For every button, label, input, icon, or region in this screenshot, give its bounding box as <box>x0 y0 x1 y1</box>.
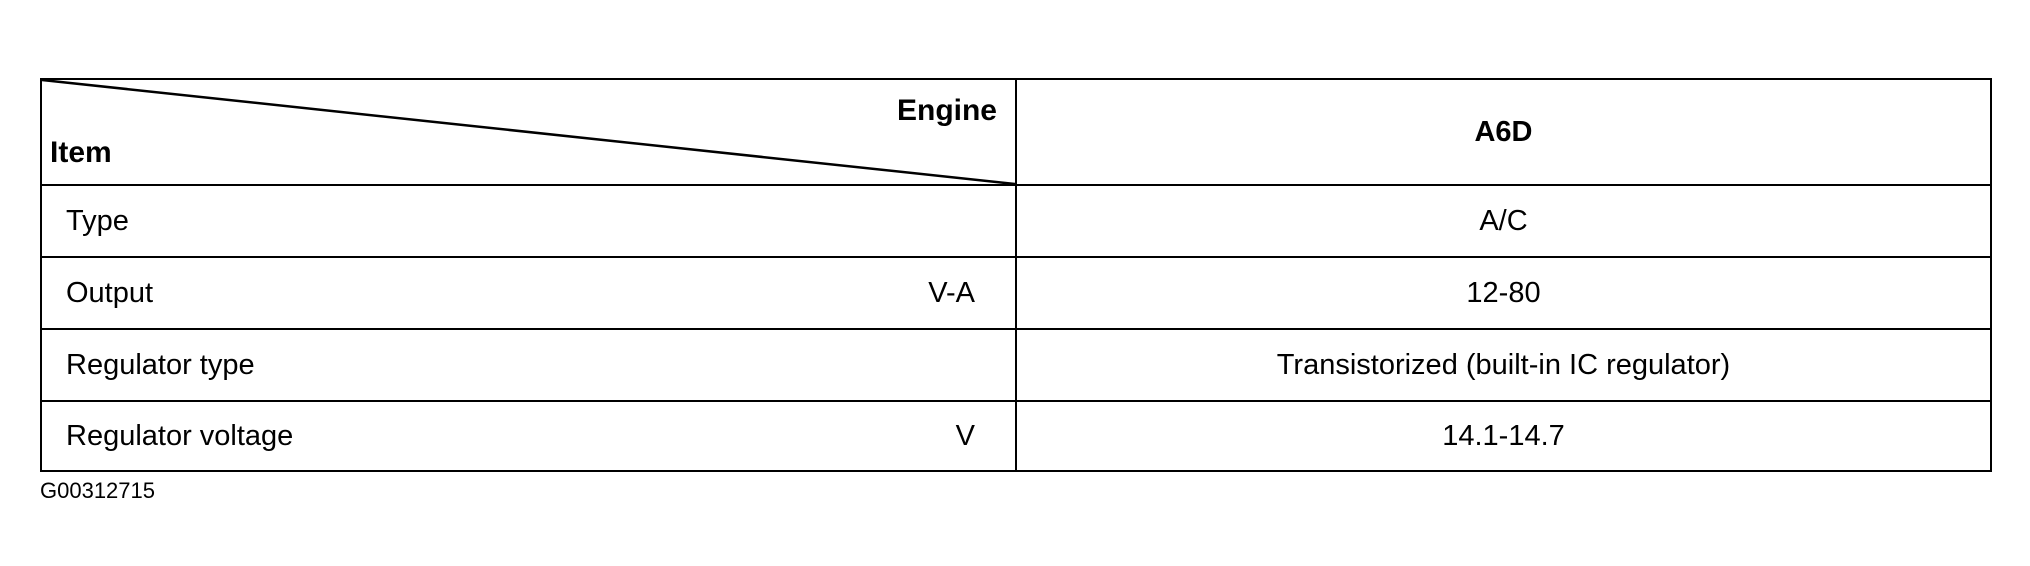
value-cell: Transistorized (built-in IC regulator) <box>1015 328 1992 402</box>
table-row: Regulator voltage V 14.1-14.7 <box>40 400 1992 472</box>
item-unit: V-A <box>928 276 975 309</box>
item-cell: Type <box>40 184 1017 258</box>
engine-model-header: A6D <box>1015 78 1992 186</box>
value-cell: A/C <box>1015 184 1992 258</box>
item-unit: V <box>955 419 975 452</box>
item-cell: Regulator voltage V <box>40 400 1017 472</box>
table-row: Regulator type Transistorized (built-in … <box>40 328 1992 402</box>
value-cell: 12-80 <box>1015 256 1992 330</box>
value-cell: 14.1-14.7 <box>1015 400 1992 472</box>
item-label: Output <box>66 276 154 309</box>
column-header-engine: Engine <box>896 94 997 127</box>
item-cell: Output V-A <box>40 256 1017 330</box>
diagonal-divider-line <box>43 81 1014 183</box>
alternator-spec-table: Engine Item A6D Type A/C Output V-A 12-8… <box>40 78 1992 472</box>
table-row: Type A/C <box>40 184 1992 258</box>
diagonal-header-cell: Engine Item <box>40 78 1017 186</box>
item-label: Regulator type <box>66 348 255 381</box>
figure-id-caption: G00312715 <box>40 478 155 503</box>
item-label: Type <box>66 204 129 237</box>
item-label: Regulator voltage <box>66 419 294 452</box>
table-row: Output V-A 12-80 <box>40 256 1992 330</box>
table-header-row: Engine Item A6D <box>40 78 1992 186</box>
item-cell: Regulator type <box>40 328 1017 402</box>
row-header-item: Item <box>50 136 112 169</box>
